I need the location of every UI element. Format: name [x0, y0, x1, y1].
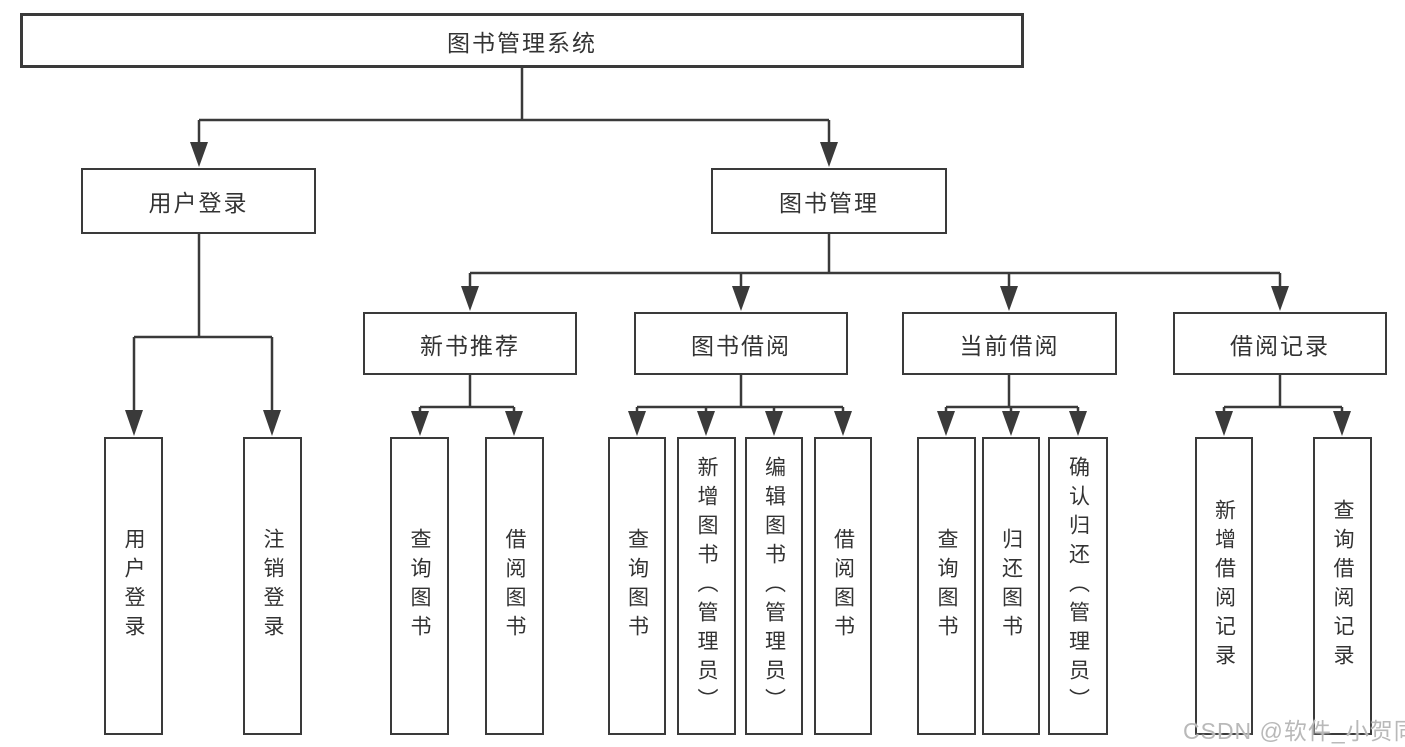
leaf-record-query-record-label: 查询借阅记录 — [1331, 499, 1354, 673]
node-book-borrow: 图书借阅 — [634, 312, 848, 375]
node-book-management: 图书管理 — [711, 168, 947, 234]
node-book-borrow-label: 图书借阅 — [691, 332, 791, 359]
leaf-borrow-borrow-book: 借阅图书 — [814, 437, 872, 735]
node-current-borrow-label: 当前借阅 — [959, 332, 1060, 359]
node-root: 图书管理系统 — [20, 13, 1024, 68]
leaf-record-query-record: 查询借阅记录 — [1313, 437, 1372, 735]
connector-root-to-level2 — [190, 68, 838, 167]
leaf-current-query-book: 查询图书 — [917, 437, 976, 735]
leaf-record-add-record: 新增借阅记录 — [1195, 437, 1253, 735]
leaf-record-add-record-label: 新增借阅记录 — [1212, 499, 1236, 673]
leaf-current-return-book: 归还图书 — [982, 437, 1040, 735]
connector-user-login-to-leaves — [125, 234, 281, 436]
node-root-label: 图书管理系统 — [447, 29, 597, 56]
node-borrow-record: 借阅记录 — [1173, 312, 1387, 375]
connector-current-borrow-to-leaves — [937, 375, 1087, 436]
leaf-current-confirm-return-admin: 确认归还（管理员） — [1048, 437, 1108, 735]
leaf-recommend-borrow-book-label: 借阅图书 — [503, 528, 526, 644]
node-user-login-label: 用户登录 — [148, 190, 249, 216]
leaf-current-query-book-label: 查询图书 — [935, 528, 958, 644]
leaf-recommend-query-book-label: 查询图书 — [408, 528, 431, 644]
connector-new-book-recommend-to-leaves — [411, 375, 523, 436]
node-borrow-record-label: 借阅记录 — [1230, 332, 1330, 359]
node-new-book-recommend-label: 新书推荐 — [420, 332, 520, 359]
leaf-user-login: 用户登录 — [104, 437, 163, 735]
connector-borrow-record-to-leaves — [1215, 375, 1351, 436]
watermark: CSDN @软件_小贺同学 — [1183, 718, 1405, 744]
leaf-recommend-borrow-book: 借阅图书 — [485, 437, 544, 735]
leaf-borrow-edit-book-admin-label: 编辑图书（管理员） — [762, 455, 786, 717]
leaf-borrow-query-book-label: 查询图书 — [625, 528, 649, 644]
leaf-borrow-borrow-book-label: 借阅图书 — [831, 528, 855, 644]
leaf-user-login-label: 用户登录 — [122, 528, 145, 644]
leaf-current-return-book-label: 归还图书 — [999, 528, 1023, 644]
leaf-recommend-query-book: 查询图书 — [390, 437, 449, 735]
leaf-current-confirm-return-admin-label: 确认归还（管理员） — [1066, 455, 1090, 717]
leaf-borrow-edit-book-admin: 编辑图书（管理员） — [745, 437, 803, 735]
leaf-borrow-add-book-admin-label: 新增图书（管理员） — [695, 455, 718, 717]
leaf-logout-login: 注销登录 — [243, 437, 302, 735]
node-current-borrow: 当前借阅 — [902, 312, 1117, 375]
connector-book-management-to-level3 — [461, 234, 1289, 311]
node-new-book-recommend: 新书推荐 — [363, 312, 577, 375]
node-user-login: 用户登录 — [81, 168, 316, 234]
leaf-logout-login-label: 注销登录 — [261, 528, 284, 644]
leaf-borrow-query-book: 查询图书 — [608, 437, 666, 735]
leaf-borrow-add-book-admin: 新增图书（管理员） — [677, 437, 736, 735]
node-book-management-label: 图书管理 — [779, 190, 879, 216]
connector-book-borrow-to-leaves — [628, 375, 852, 436]
